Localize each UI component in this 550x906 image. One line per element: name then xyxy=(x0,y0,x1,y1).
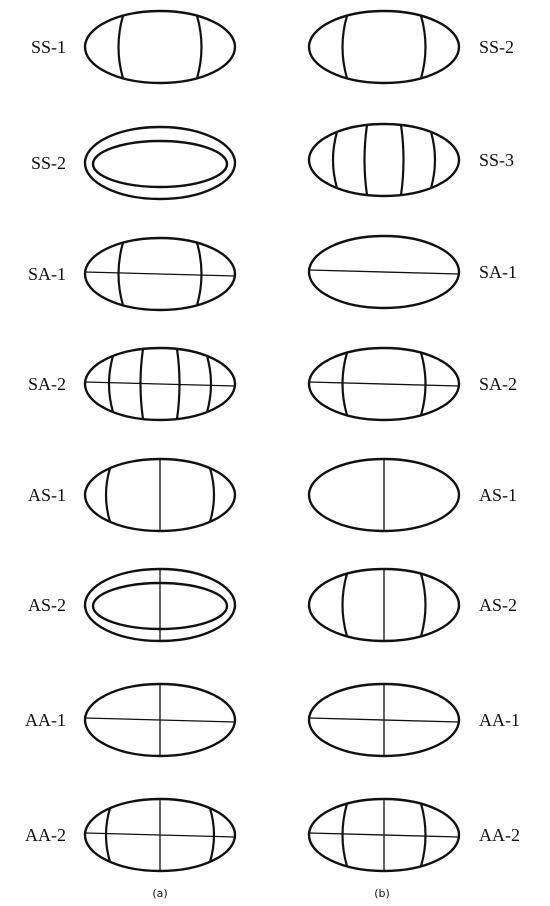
caption-a: (a) xyxy=(152,887,167,900)
nodal-curve xyxy=(429,131,437,189)
mode-shape: AS-1 xyxy=(307,457,517,533)
outer-ellipse xyxy=(307,122,461,198)
nodal-curve xyxy=(208,807,216,863)
caption-b: (b) xyxy=(374,887,390,900)
inner-ellipse xyxy=(91,581,229,631)
mode-shape: AA-1 xyxy=(307,682,520,758)
mode-label: AA-2 xyxy=(25,825,66,845)
mode-shape: AS-2 xyxy=(307,567,517,643)
mode-label: SA-1 xyxy=(479,262,517,282)
outer-ellipse xyxy=(307,9,461,85)
mode-shape: AA-1 xyxy=(25,682,237,758)
outer-ellipse xyxy=(307,346,461,422)
mode-shape: SA-1 xyxy=(307,234,517,310)
mode-shape: SS-2 xyxy=(31,125,237,201)
outer-ellipse xyxy=(83,236,237,312)
nodal-curve xyxy=(399,124,405,196)
column-a: SS-1SS-2SA-1SA-2AS-1AS-2AA-1AA-2 xyxy=(25,9,237,873)
nodal-curve xyxy=(117,15,125,79)
mode-shape: SA-2 xyxy=(307,346,517,422)
mode-label: SS-1 xyxy=(31,37,66,57)
column-b: SS-2SS-3SA-1SA-2AS-1AS-2AA-1AA-2 xyxy=(307,9,520,873)
mode-label: SA-1 xyxy=(28,264,66,284)
mode-label: AS-1 xyxy=(28,485,66,505)
horizontal-nodal-line xyxy=(308,269,460,275)
nodal-curve xyxy=(419,573,427,637)
nodal-curve xyxy=(208,467,216,523)
nodal-curve xyxy=(341,352,349,416)
nodal-curve xyxy=(104,467,112,523)
mode-label: AA-1 xyxy=(479,710,520,730)
mode-label: AS-1 xyxy=(479,485,517,505)
nodal-curve xyxy=(341,803,349,867)
mode-label: SS-2 xyxy=(31,153,66,173)
nodal-curve xyxy=(341,573,349,637)
nodal-curve xyxy=(363,124,369,196)
mode-shape: SS-1 xyxy=(31,9,237,85)
nodal-curve xyxy=(139,348,145,420)
nodal-curve xyxy=(117,242,125,306)
horizontal-nodal-line xyxy=(84,381,236,387)
nodal-curve xyxy=(419,352,427,416)
mode-shape: AS-1 xyxy=(28,457,237,533)
mode-shape: AA-2 xyxy=(25,797,237,873)
horizontal-nodal-line xyxy=(84,271,236,277)
outer-ellipse xyxy=(83,125,237,201)
nodal-curve xyxy=(175,348,181,420)
nodal-curve xyxy=(195,15,203,79)
mode-label: AS-2 xyxy=(28,595,66,615)
mode-label: SA-2 xyxy=(28,374,66,394)
outer-ellipse xyxy=(83,9,237,85)
mode-label: AA-2 xyxy=(479,825,520,845)
mode-label: SS-3 xyxy=(479,150,514,170)
mode-shape: AA-2 xyxy=(307,797,520,873)
mode-shape: SA-1 xyxy=(28,236,237,312)
mode-label: SA-2 xyxy=(479,374,517,394)
mode-shape: SS-2 xyxy=(307,9,514,85)
nodal-curve xyxy=(419,15,427,79)
mode-shape: SS-3 xyxy=(307,122,514,198)
horizontal-nodal-line xyxy=(308,381,460,387)
mode-label: AS-2 xyxy=(479,595,517,615)
mode-label: SS-2 xyxy=(479,37,514,57)
nodal-curve xyxy=(341,15,349,79)
nodal-curve xyxy=(331,131,339,189)
inner-ellipse xyxy=(91,139,229,189)
outer-ellipse xyxy=(83,346,237,422)
nodal-curve xyxy=(205,355,213,413)
mode-shape: AS-2 xyxy=(28,567,237,643)
mode-label: AA-1 xyxy=(25,710,66,730)
nodal-curve xyxy=(195,242,203,306)
outer-ellipse xyxy=(307,234,461,310)
nodal-curve xyxy=(419,803,427,867)
nodal-curve xyxy=(107,355,115,413)
mode-shape: SA-2 xyxy=(28,346,237,422)
nodal-curve xyxy=(104,807,112,863)
